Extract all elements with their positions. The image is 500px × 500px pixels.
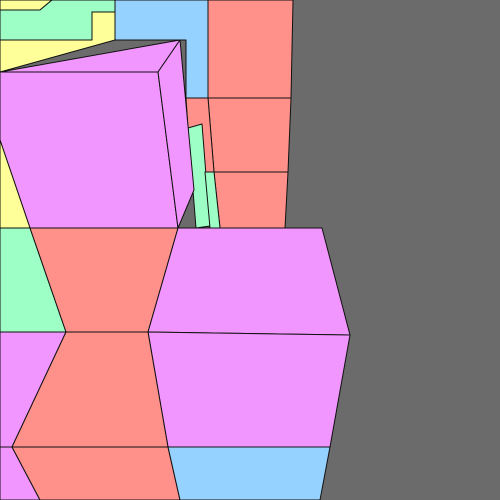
tower-top-salmon [207,0,294,99]
pink-block-bottom-left [0,446,41,500]
pink-hex-front [147,331,351,448]
tower-mid-salmon [207,97,292,173]
tower-low-salmon [213,171,289,229]
pink-hex-top [147,227,351,336]
pink-block-side [157,39,195,229]
blue-block-bottom [167,446,331,500]
pink-block-front [0,71,179,229]
block-face-yellow-left [0,11,116,73]
salmon-block-bottom [11,446,181,500]
